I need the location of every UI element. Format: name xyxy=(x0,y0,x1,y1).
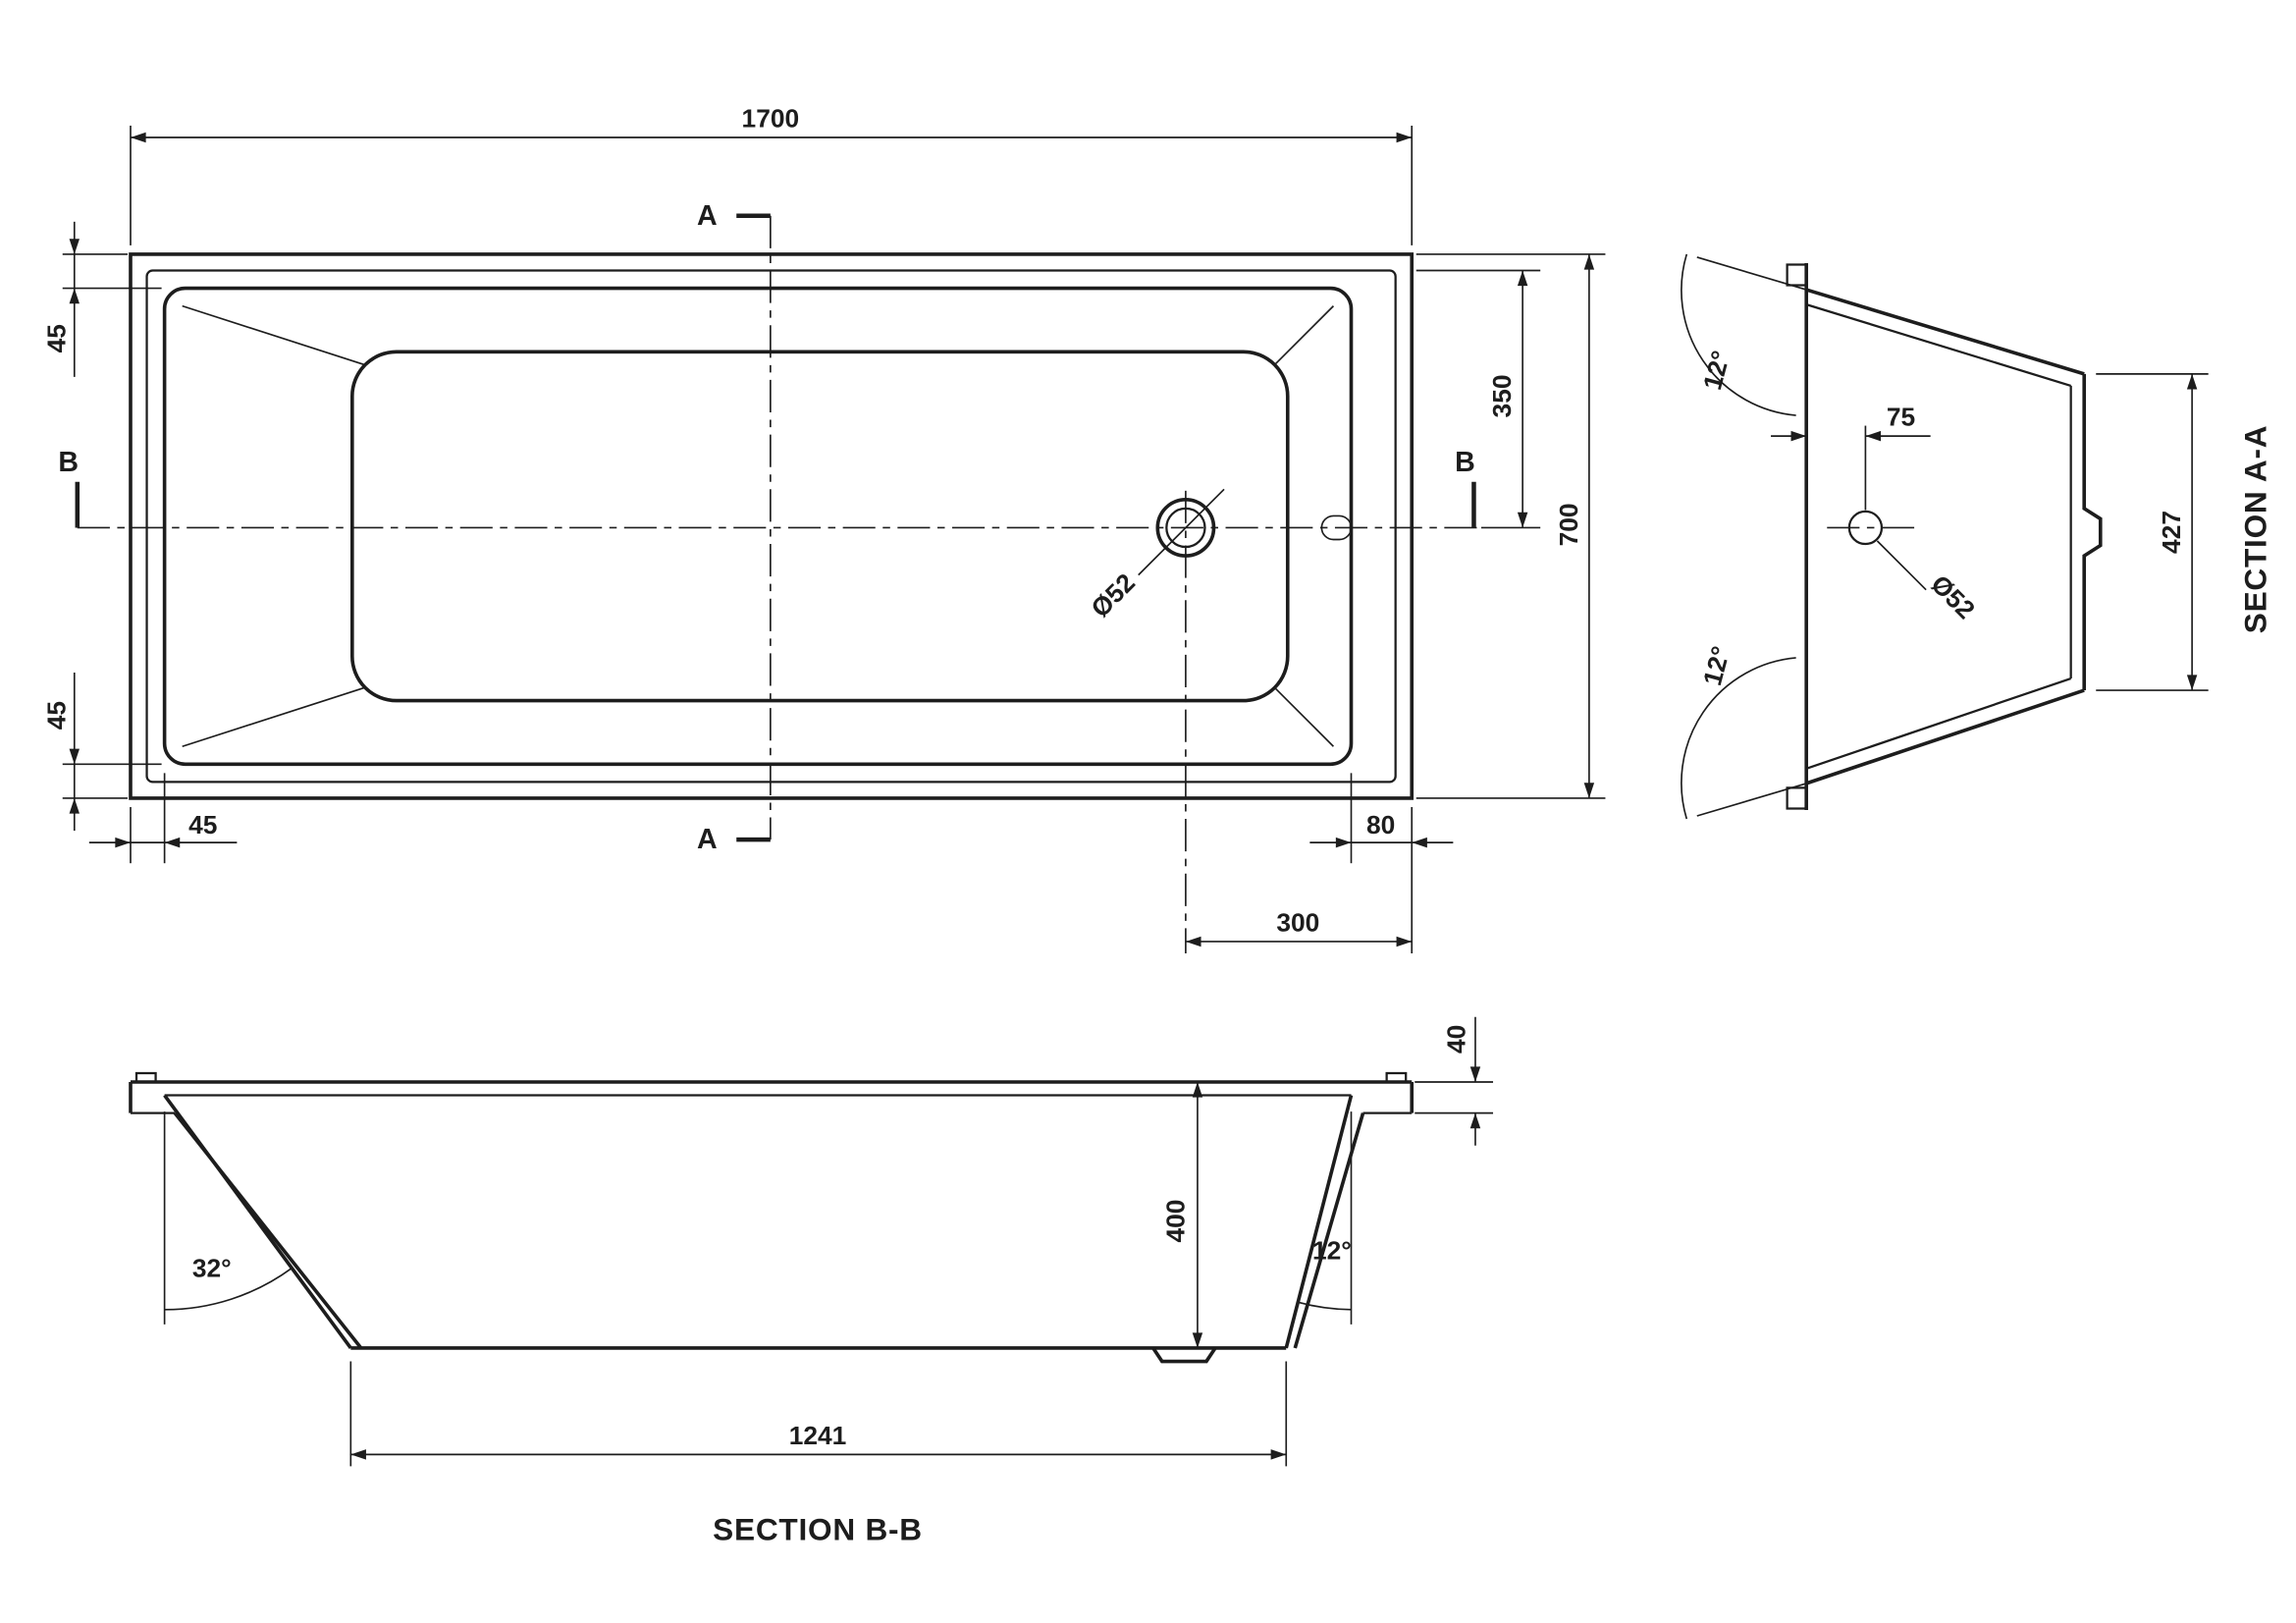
section-b-mark-left: B xyxy=(58,447,79,478)
wall-inner-top xyxy=(1805,303,2071,388)
drain-diameter-label: Ø52 xyxy=(1086,568,1141,622)
dim-40-label: 40 xyxy=(1441,1025,1470,1054)
dim-80-label: 80 xyxy=(1366,810,1395,839)
rim-tab-top xyxy=(1786,263,1807,287)
corner-slope-line-br xyxy=(1273,686,1335,747)
corner-slope-line-tr xyxy=(1273,305,1335,366)
section-aa-title: SECTION A-A xyxy=(2237,425,2272,634)
rim-tab-right xyxy=(1385,1071,1408,1082)
corner-slope-line-tl xyxy=(182,304,366,366)
rim-tab-bottom xyxy=(1786,786,1807,810)
drain-boss xyxy=(1151,1346,1217,1364)
wall-left-outer xyxy=(173,1111,363,1350)
wall-extension-bottom xyxy=(1696,783,1807,817)
basin-bottom-edge xyxy=(350,350,1290,703)
angle-12-top-label: 12° xyxy=(1697,348,1735,393)
tub-base-profile xyxy=(2082,373,2103,691)
drain-leader-line xyxy=(1138,488,1225,576)
dim-1241-label: 1241 xyxy=(789,1421,847,1450)
dim-75-label: 75 xyxy=(1887,403,1915,432)
angle-12-right-label: 12° xyxy=(1312,1236,1352,1266)
tub-outer-outline xyxy=(129,252,1415,800)
dim-700-label: 700 xyxy=(1554,503,1583,546)
rim-tab-left xyxy=(134,1071,157,1082)
wall-inner-bottom xyxy=(1805,676,2072,770)
dim-45-bottom-label: 45 xyxy=(42,701,72,730)
section-aa-view: 75 Ø52 427 12° 12° SECTION A-A xyxy=(1681,253,2272,820)
basin-opening-edge xyxy=(162,286,1354,767)
wall-right-outer xyxy=(1293,1112,1365,1349)
section-b-mark-right: B xyxy=(1455,447,1475,478)
wall-right-inner xyxy=(1284,1095,1354,1349)
drain-leader-line xyxy=(1876,540,1927,591)
section-bb-title: SECTION B-B xyxy=(713,1512,923,1547)
section-a-mark-bottom: A xyxy=(697,824,718,855)
angle-arc-bottom xyxy=(1681,657,1796,820)
drain-diameter-label: Ø52 xyxy=(1925,569,1980,624)
angle-arc-32 xyxy=(164,1268,293,1311)
angle-arc-12 xyxy=(1298,1301,1352,1311)
corner-slope-line-bl xyxy=(182,686,366,748)
angle-arc-top xyxy=(1681,253,1796,416)
dim-300-label: 300 xyxy=(1276,907,1319,937)
angle-32-label: 32° xyxy=(192,1254,232,1283)
section-bb-view: 400 40 1241 32° 12° SECTION B-B xyxy=(129,1016,1494,1547)
dim-400-label: 400 xyxy=(1160,1200,1190,1243)
wall-outer-top xyxy=(1805,288,2085,376)
angle-12-bottom-label: 12° xyxy=(1697,643,1735,688)
dim-45-end-label: 45 xyxy=(188,810,217,839)
section-a-mark-top: A xyxy=(697,200,718,232)
wall-extension-top xyxy=(1696,256,1807,291)
dim-350-label: 350 xyxy=(1487,374,1517,417)
wall-outer-bottom xyxy=(1805,688,2085,785)
dim-1700-label: 1700 xyxy=(742,103,800,133)
dim-427-label: 427 xyxy=(2157,511,2186,554)
plan-view: Ø52 A A B B 1700 45 45 xyxy=(42,103,1606,954)
dim-45-top-label: 45 xyxy=(42,324,72,352)
